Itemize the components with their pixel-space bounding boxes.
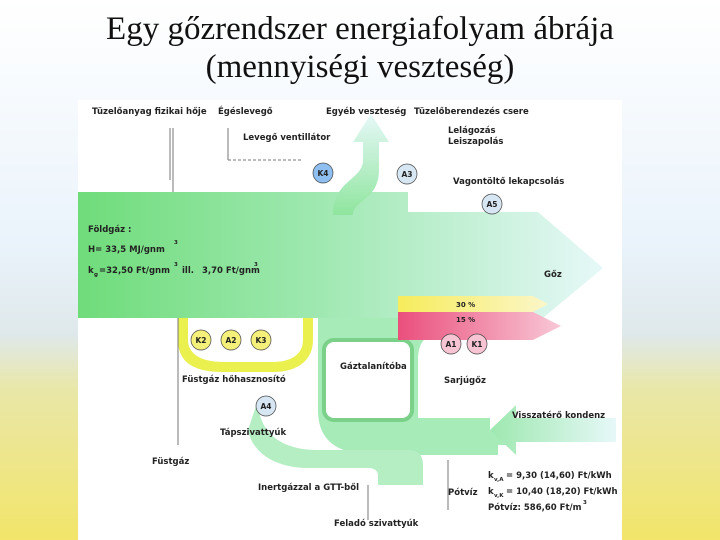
label-air-fan: Levegő ventillátor (243, 133, 331, 143)
pink-15-band (398, 312, 561, 340)
marker-a4: A4 (255, 395, 277, 417)
price-kva-k: k (488, 471, 494, 481)
marker-a2: A2 (220, 329, 242, 351)
label-combustion-air: Égéslevegő (218, 105, 273, 117)
price-kvk-sub: v,K (494, 493, 504, 499)
label-feed-pump-2: Feladó szivattyúk (334, 518, 419, 529)
slide-title: Egy gőzrendszer energiafolyam ábrája (me… (0, 10, 720, 86)
marker-a1-label: A1 (445, 340, 456, 349)
degasser-box (322, 338, 414, 422)
label-natural-gas: Földgáz : (88, 225, 131, 235)
energy-flow-diagram: Tüzelőanyag fizikai hője Égéslevegő Egyé… (78, 105, 618, 529)
label-flue-heat: Füstgáz hőhasznosító (182, 374, 286, 385)
label-feed-pump: Tápszivattyúk (220, 428, 286, 438)
label-15pct: 15 % (456, 316, 475, 324)
main-energy-flow (78, 192, 603, 322)
label-deposit: Leiszapolás (448, 137, 503, 147)
label-inert-gas: Inertgázzal a GTT-ből (258, 483, 359, 493)
label-feedwater-valve: Vagontöltő lekapcsolás (453, 177, 564, 187)
label-burner-change: Tüzelőberendezés csere (414, 106, 529, 117)
price-makeup-sup: 3 (583, 500, 587, 506)
label-degasser: Gáztalanítóba (340, 361, 407, 372)
label-sup-1: 3 (174, 240, 178, 246)
marker-k4-label: K4 (317, 169, 328, 178)
marker-k2: K2 (190, 329, 212, 351)
yellow-30-band (398, 296, 548, 312)
label-steam: Gőz (544, 270, 562, 280)
label-price-k: k (88, 266, 94, 276)
price-kva-sub: v,A (494, 477, 504, 483)
marker-k3-label: K3 (255, 336, 266, 345)
price-makeup: Pótvíz: 586,60 Ft/m (488, 502, 582, 513)
marker-a5-label: A5 (486, 200, 497, 209)
marker-a3-label: A3 (401, 170, 412, 179)
marker-k2-label: K2 (195, 336, 206, 345)
label-price-value: =32,50 Ft/gnm (99, 266, 170, 276)
label-or: ill. (182, 266, 194, 276)
other-loss-arrow (333, 114, 389, 215)
marker-k1-label: K1 (471, 340, 482, 349)
label-price-2: 3,70 Ft/gnm (202, 266, 260, 276)
price-kvk-value: = 10,40 (18,20) Ft/kWh (506, 487, 618, 497)
marker-a3: A3 (396, 163, 418, 185)
label-sup-2: 3 (174, 262, 178, 268)
label-fuel-heat: Tüzelőanyag fizikai hője (92, 107, 207, 117)
label-return-condensate: Visszatérő kondenz (512, 410, 605, 421)
marker-a1: A1 (440, 333, 462, 355)
label-flue-gas: Füstgáz (152, 457, 189, 467)
marker-k1: K1 (466, 333, 488, 355)
label-makeup: Pótvíz (448, 487, 478, 498)
return-condensate-arrow (490, 405, 616, 455)
marker-a5: A5 (481, 193, 503, 215)
label-sup-3: 3 (254, 262, 258, 268)
label-price-sub: g (94, 272, 98, 278)
title-line-1: Egy gőzrendszer energiafolyam ábrája (106, 11, 614, 47)
marker-k4: K4 (312, 162, 334, 184)
marker-a2-label: A2 (225, 336, 236, 345)
price-kva-value: = 9,30 (14,60) Ft/kWh (506, 471, 612, 481)
label-heating-value: H= 33,5 MJ/gnm (88, 245, 165, 255)
price-kvk-k: k (488, 487, 494, 497)
label-sludge-steam: Sarjúgőz (444, 376, 486, 386)
title-line-2: (mennyiségi veszteség) (205, 49, 515, 85)
marker-a4-label: A4 (260, 402, 271, 411)
label-30pct: 30 % (456, 301, 475, 309)
marker-k3: K3 (250, 329, 272, 351)
feed-flow (248, 400, 423, 485)
label-scale: Lelágozás (448, 126, 496, 136)
label-other-loss: Egyéb veszteség (326, 106, 406, 117)
